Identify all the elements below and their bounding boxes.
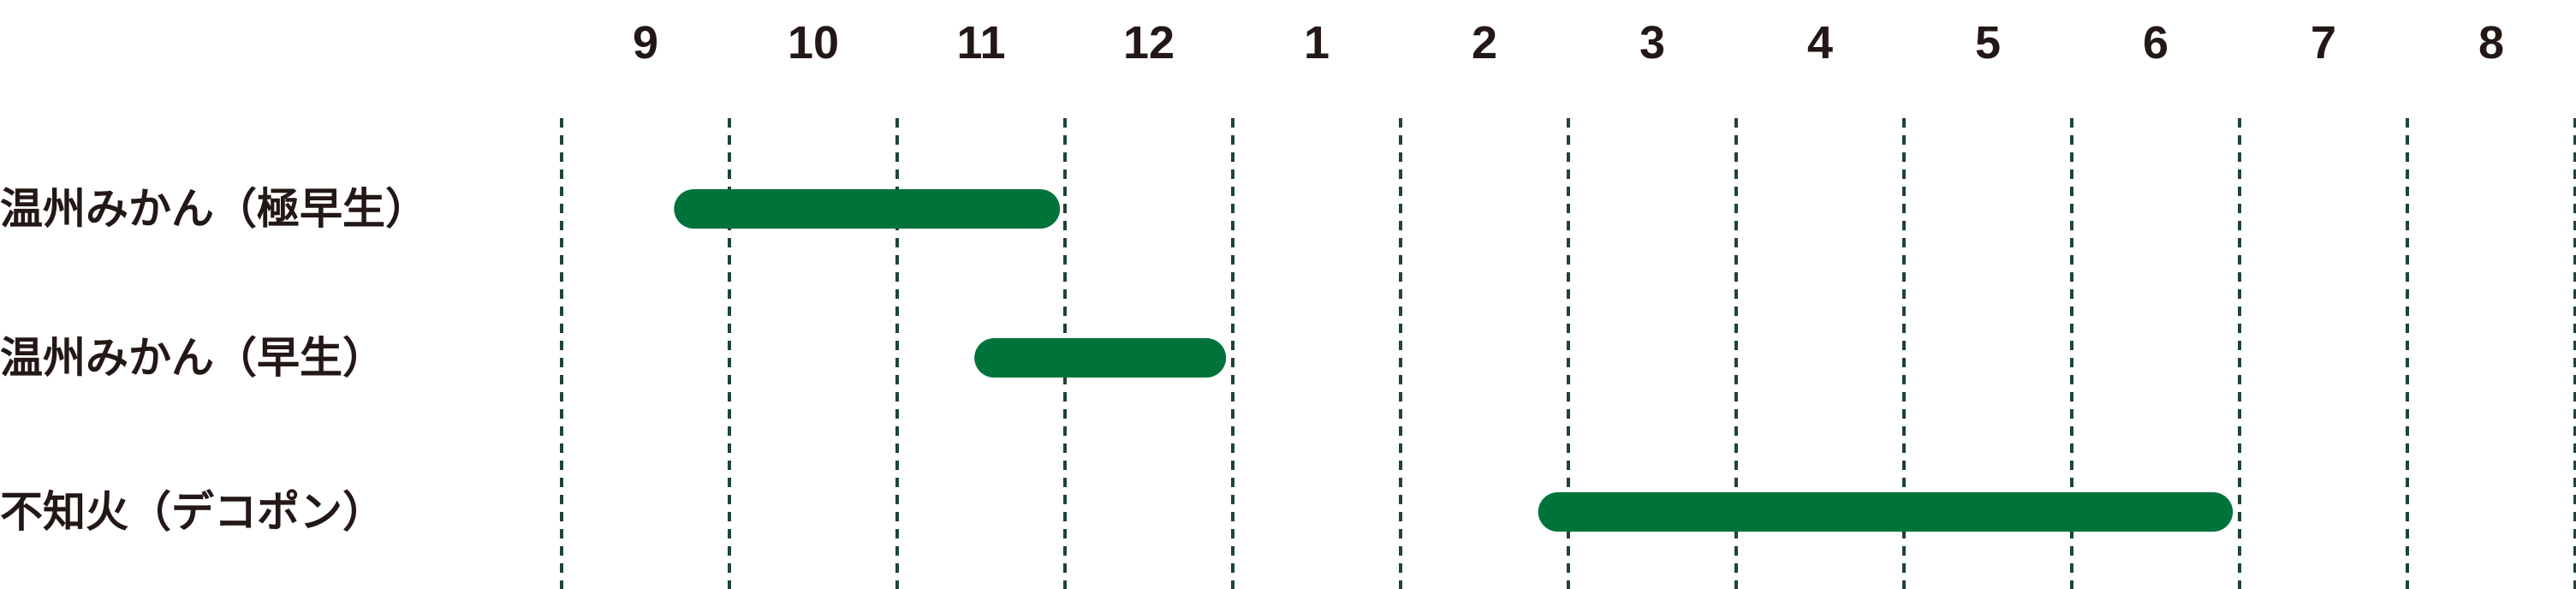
month-label: 6 (2143, 17, 2168, 68)
season-bar (974, 338, 1227, 378)
month-label: 9 (633, 17, 658, 68)
row-label: 温州みかん（早生） (0, 333, 385, 383)
month-label: 3 (1639, 17, 1665, 68)
month-label: 7 (2311, 17, 2336, 68)
month-label: 12 (1123, 17, 1175, 68)
month-label: 11 (956, 17, 1005, 68)
row-label: 不知火（デコポン） (0, 487, 385, 537)
month-label: 4 (1807, 17, 1833, 68)
month-label: 8 (2478, 17, 2504, 68)
month-label: 1 (1304, 17, 1330, 68)
month-label: 5 (1975, 17, 2001, 68)
season-bar (674, 189, 1061, 229)
season-bars (674, 189, 2234, 532)
month-label: 10 (788, 17, 839, 68)
row-labels: 温州みかん（極早生） 温州みかん（早生） 不知火（デコポン） (0, 184, 428, 537)
month-label: 2 (1472, 17, 1497, 68)
season-bar (1538, 492, 2234, 532)
row-label: 温州みかん（極早生） (0, 184, 428, 234)
